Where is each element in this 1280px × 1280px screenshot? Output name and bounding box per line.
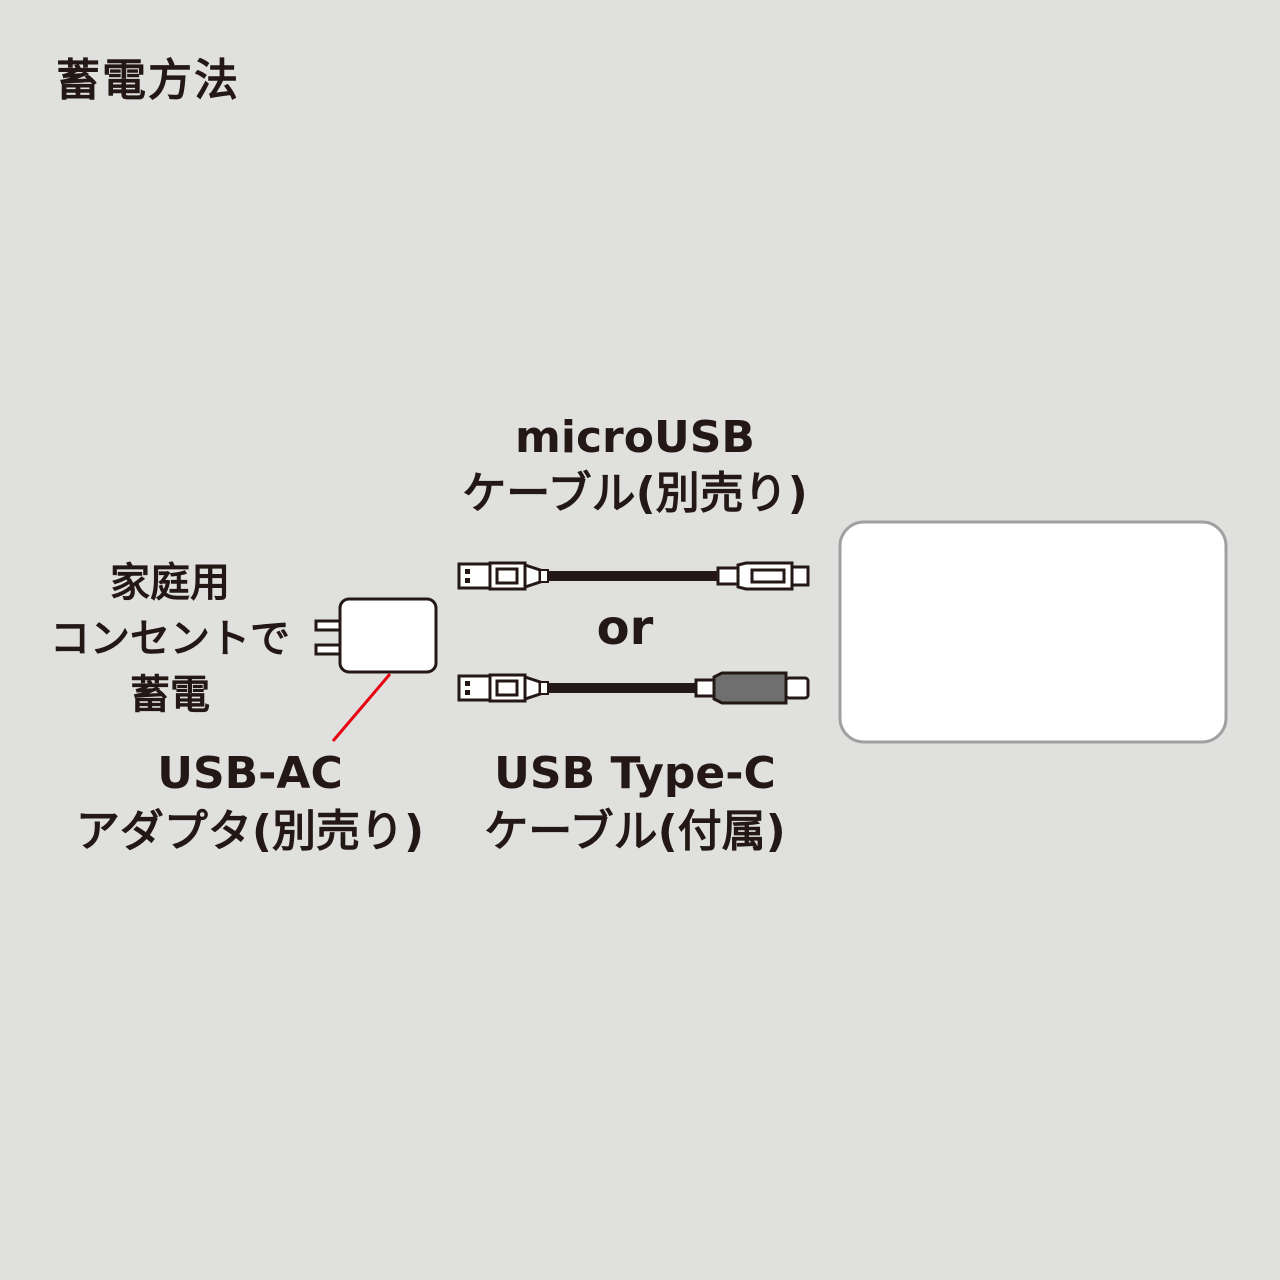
typec-cable-label: USB Type-C ケーブル(付属)	[440, 745, 830, 861]
microusb-cable-label-line-2: ケーブル(別売り)	[462, 468, 808, 519]
usb-ac-adapter-label-line-2: アダプタ(別売り)	[75, 806, 425, 857]
battery-device	[838, 520, 1228, 744]
outlet-label-line-3: 蓄電	[130, 672, 210, 718]
microusb-cable-label-line-1: microUSB	[515, 412, 755, 463]
usb-ac-adapter-label: USB-AC アダプタ(別売り)	[60, 745, 440, 861]
typec-cable-label-line-1: USB Type-C	[494, 748, 776, 799]
microusb-cable-label: microUSB ケーブル(別売り)	[440, 410, 830, 522]
or-separator: or	[596, 600, 654, 656]
page-title: 蓄電方法	[56, 55, 240, 106]
microusb-cable-icon	[457, 561, 810, 591]
outlet-label-line-1: 家庭用	[110, 560, 230, 606]
outlet-label: 家庭用 コンセントで 蓄電	[40, 555, 300, 723]
typec-cable-icon	[457, 671, 810, 705]
outlet-label-line-2: コンセントで	[50, 616, 290, 662]
typec-cable-label-line-2: ケーブル(付属)	[484, 806, 786, 857]
usb-ac-adapter-icon	[314, 597, 438, 674]
adapter-pointer-line	[331, 673, 392, 742]
usb-ac-adapter-label-line-1: USB-AC	[157, 748, 343, 799]
